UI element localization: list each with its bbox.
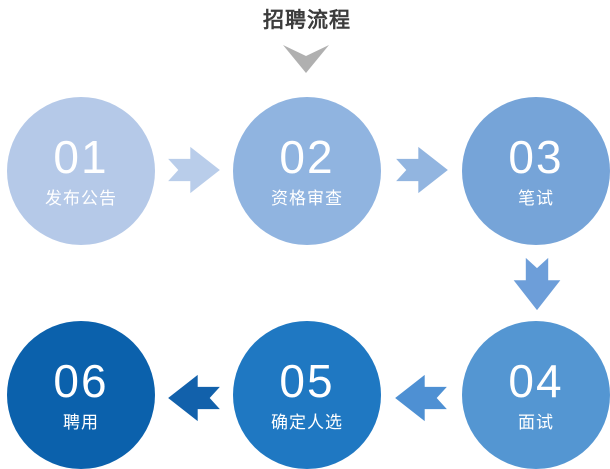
step-number: 04 xyxy=(508,354,564,407)
step-circle-06: 06 聘用 xyxy=(7,321,155,469)
step-label: 确定人选 xyxy=(271,413,343,433)
arrow-step3-to-step4 xyxy=(513,257,561,311)
step-number: 02 xyxy=(279,130,335,183)
step-number: 01 xyxy=(53,130,109,183)
step-label: 发布公告 xyxy=(45,189,117,209)
step-circle-05: 05 确定人选 xyxy=(233,321,381,469)
arrow-step4-to-step5 xyxy=(395,374,447,422)
step-circle-02: 02 资格审查 xyxy=(233,97,381,245)
arrow-left-icon xyxy=(168,374,220,422)
arrow-step5-to-step6 xyxy=(168,374,220,422)
step-label: 笔试 xyxy=(518,189,554,209)
arrow-step2-to-step3 xyxy=(396,146,448,194)
step-number: 03 xyxy=(508,130,564,183)
title-down-pointer-icon xyxy=(283,45,329,73)
chevron-down-icon xyxy=(283,45,329,73)
step-label: 聘用 xyxy=(63,413,99,433)
arrow-left-icon xyxy=(395,374,447,422)
arrow-down-icon xyxy=(513,257,561,311)
step-circle-01: 01 发布公告 xyxy=(7,97,155,245)
arrow-step1-to-step2 xyxy=(168,146,220,194)
arrow-right-icon xyxy=(168,146,220,194)
step-number: 05 xyxy=(279,354,335,407)
step-label: 面试 xyxy=(518,413,554,433)
step-circle-04: 04 面试 xyxy=(462,321,610,469)
arrow-right-icon xyxy=(396,146,448,194)
step-label: 资格审查 xyxy=(271,189,343,209)
step-number: 06 xyxy=(53,354,109,407)
step-circle-03: 03 笔试 xyxy=(462,97,610,245)
diagram-title: 招聘流程 xyxy=(263,9,351,32)
